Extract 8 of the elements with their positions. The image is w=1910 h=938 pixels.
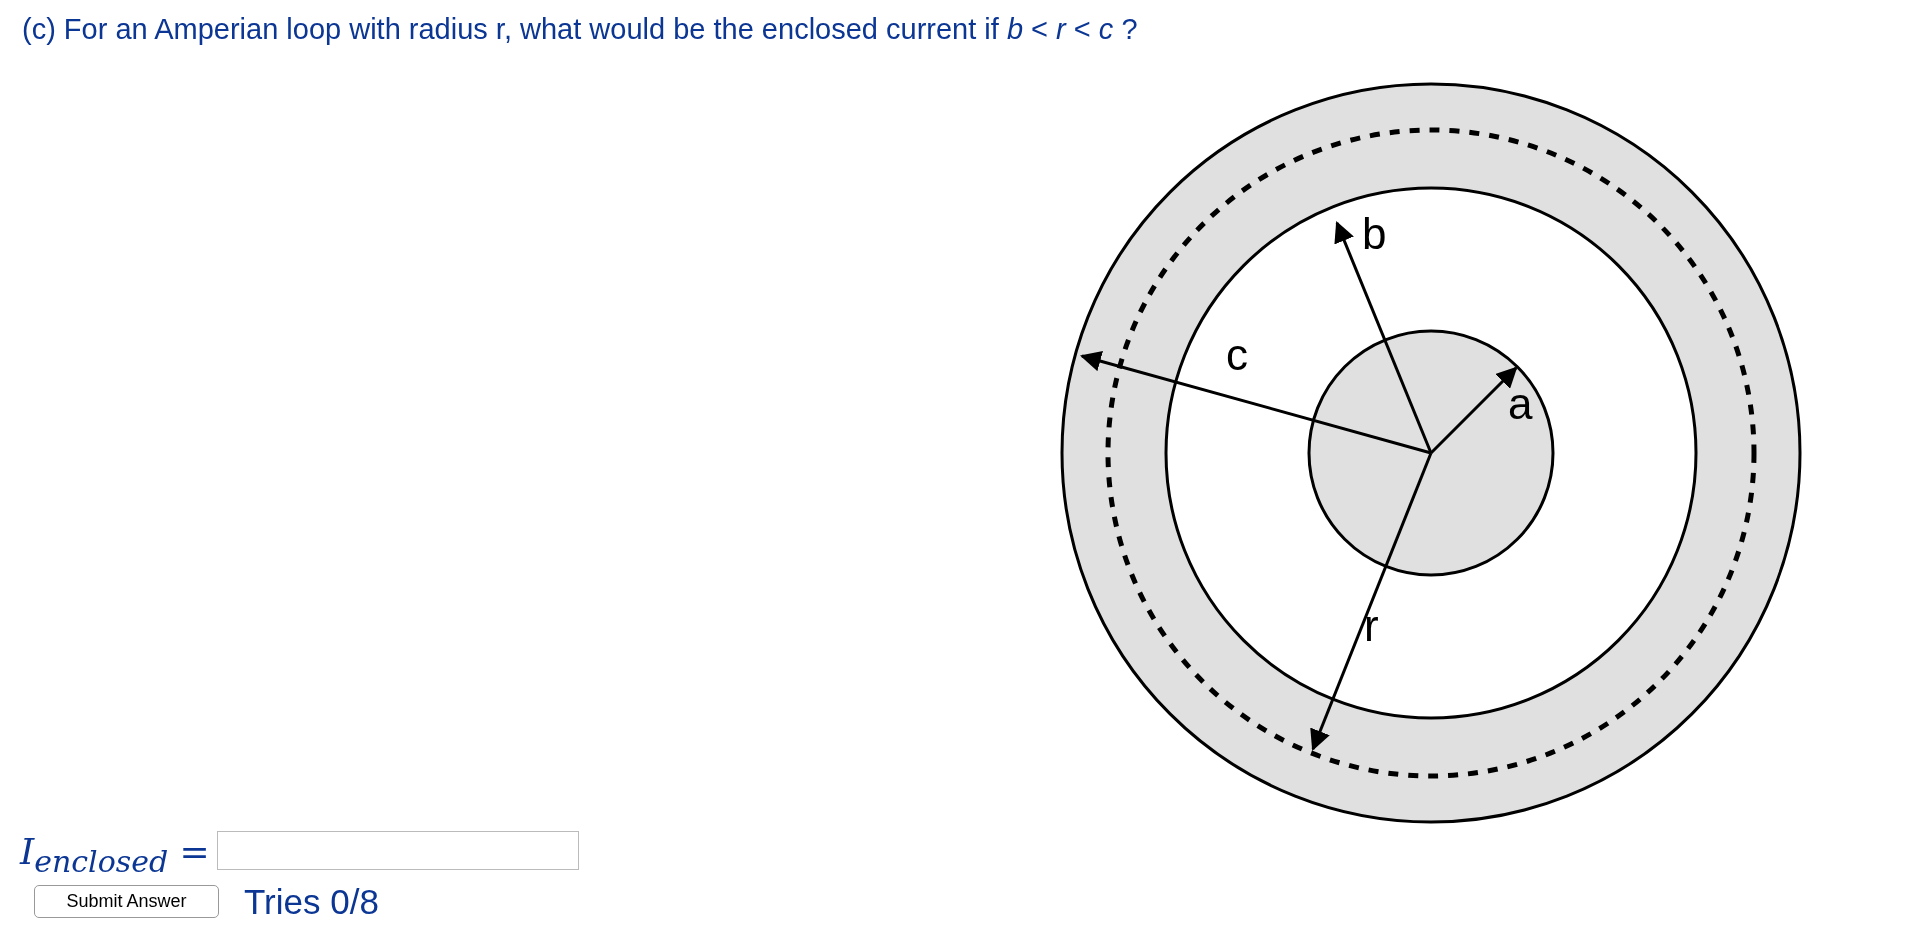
dimension-label: b (1362, 210, 1387, 259)
dimension-label: c (1226, 331, 1248, 380)
submit-button: Submit Answer (34, 885, 219, 918)
answer-label: I$_{enclosed}$ = (20, 832, 210, 879)
tries-counter: Tries 0/8 (244, 883, 379, 922)
dimension-label: a (1508, 380, 1533, 429)
question-text: (c) For an Amperian loop with radius r, what would be the enclosed current if b < r < c ? (22, 14, 1138, 46)
dimension-label: r (1364, 602, 1379, 651)
